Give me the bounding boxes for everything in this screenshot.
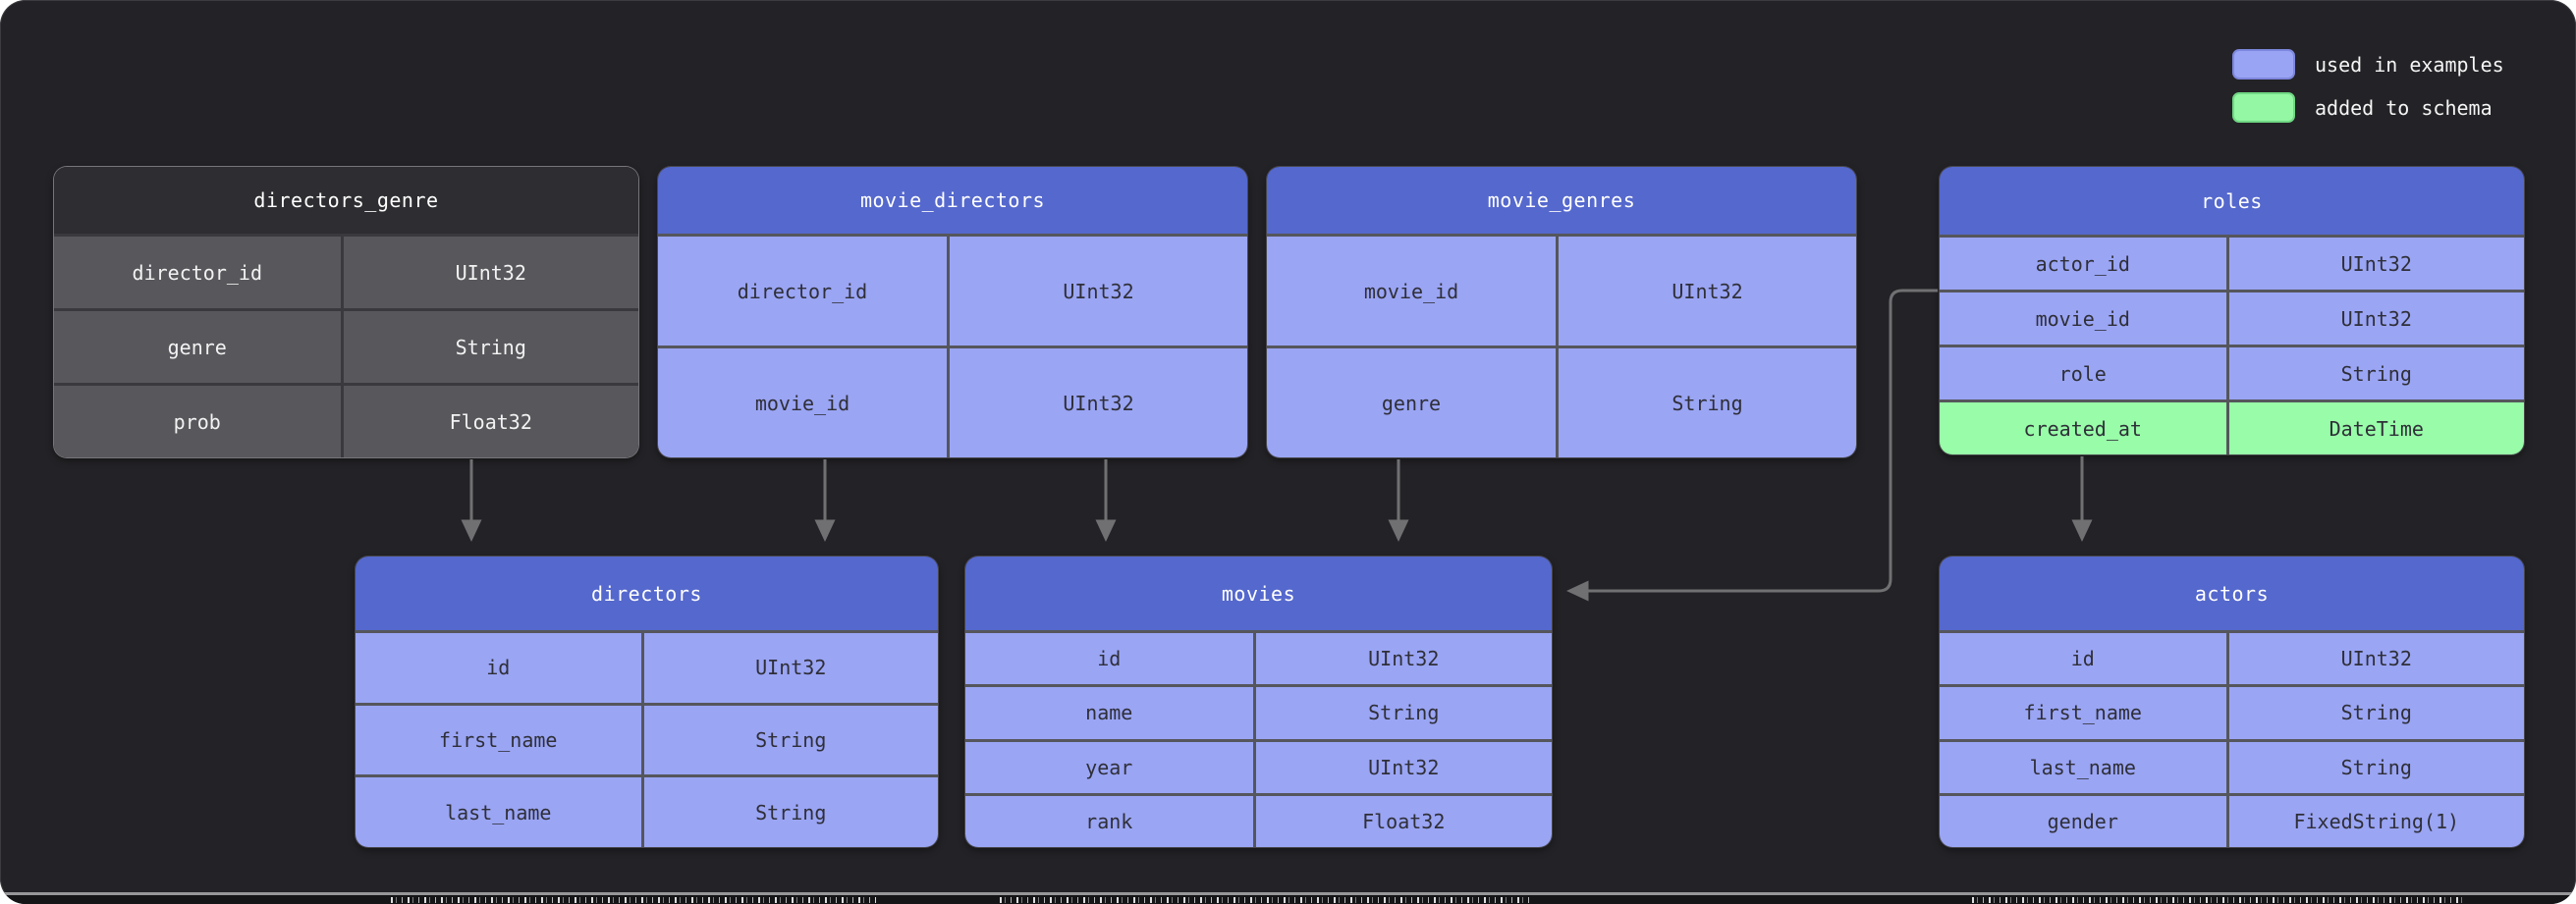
field-type-cell: Float32 bbox=[343, 383, 638, 457]
field-name-cell: id bbox=[356, 630, 644, 703]
field-type-cell: String bbox=[343, 308, 638, 383]
cutoff-text-noise bbox=[1000, 897, 1534, 903]
field-type-cell: UInt32 bbox=[2228, 630, 2524, 685]
field-name-cell: last_name bbox=[356, 774, 644, 847]
field-type-cell: UInt32 bbox=[950, 346, 1247, 457]
field-name-cell: year bbox=[965, 738, 1256, 793]
field-type-cell: UInt32 bbox=[1255, 738, 1552, 793]
legend-item-used-in-examples: used in examples bbox=[2232, 49, 2504, 80]
field-name-cell: first_name bbox=[356, 702, 644, 775]
legend-label: used in examples bbox=[2315, 52, 2504, 77]
legend-swatch-added-to-schema bbox=[2232, 92, 2295, 123]
table-title: directors bbox=[356, 557, 938, 630]
field-name-cell: genre bbox=[54, 308, 344, 383]
legend: used in examples added to schema bbox=[2232, 49, 2504, 123]
table-title: roles bbox=[1940, 167, 2524, 235]
field-type-cell: UInt32 bbox=[2228, 290, 2524, 345]
field-type-cell: String bbox=[643, 702, 938, 775]
legend-label: added to schema bbox=[2315, 95, 2493, 120]
field-type-cell: DateTime bbox=[2228, 399, 2524, 454]
field-type-cell: UInt32 bbox=[2228, 235, 2524, 290]
legend-swatch-used-in-examples bbox=[2232, 49, 2295, 80]
cutoff-text-strip bbox=[0, 895, 2576, 904]
field-name-cell: id bbox=[965, 630, 1256, 685]
field-name-cell: director_id bbox=[658, 234, 950, 346]
field-name-cell: genre bbox=[1267, 346, 1559, 457]
field-type-cell: String bbox=[643, 774, 938, 847]
field-name-cell: actor_id bbox=[1940, 235, 2229, 290]
field-name-cell: id bbox=[1940, 630, 2229, 685]
table-title: movies bbox=[965, 557, 1552, 630]
field-name-cell: rank bbox=[965, 792, 1256, 847]
field-type-cell: UInt32 bbox=[950, 234, 1247, 346]
field-type-cell: UInt32 bbox=[643, 630, 938, 703]
field-type-cell: FixedString(1) bbox=[2228, 792, 2524, 847]
field-name-cell: name bbox=[965, 684, 1256, 739]
field-name-cell: movie_id bbox=[1940, 290, 2229, 345]
table-title: directors_genre bbox=[54, 167, 638, 234]
field-type-cell: UInt32 bbox=[1559, 234, 1856, 346]
field-type-cell: String bbox=[2228, 345, 2524, 399]
field-name-cell: role bbox=[1940, 345, 2229, 399]
cutoff-text-noise bbox=[391, 897, 876, 903]
field-name-cell: movie_id bbox=[1267, 234, 1559, 346]
field-name-cell: created_at bbox=[1940, 399, 2229, 454]
legend-item-added-to-schema: added to schema bbox=[2232, 92, 2504, 123]
field-type-cell: Float32 bbox=[1255, 792, 1552, 847]
field-name-cell: last_name bbox=[1940, 738, 2229, 793]
field-type-cell: String bbox=[2228, 738, 2524, 793]
field-name-cell: director_id bbox=[54, 234, 344, 308]
field-type-cell: String bbox=[1559, 346, 1856, 457]
panel-bottom-edge bbox=[0, 892, 2576, 895]
field-name-cell: movie_id bbox=[658, 346, 950, 457]
field-name-cell: gender bbox=[1940, 792, 2229, 847]
cutoff-text-noise bbox=[1972, 897, 2467, 903]
field-type-cell: UInt32 bbox=[343, 234, 638, 308]
field-type-cell: UInt32 bbox=[1255, 630, 1552, 685]
table-title: movie_genres bbox=[1267, 167, 1856, 234]
field-type-cell: String bbox=[1255, 684, 1552, 739]
field-name-cell: first_name bbox=[1940, 684, 2229, 739]
field-name-cell: prob bbox=[54, 383, 344, 457]
table-title: movie_directors bbox=[658, 167, 1247, 234]
field-type-cell: String bbox=[2228, 684, 2524, 739]
table-title: actors bbox=[1940, 557, 2524, 630]
